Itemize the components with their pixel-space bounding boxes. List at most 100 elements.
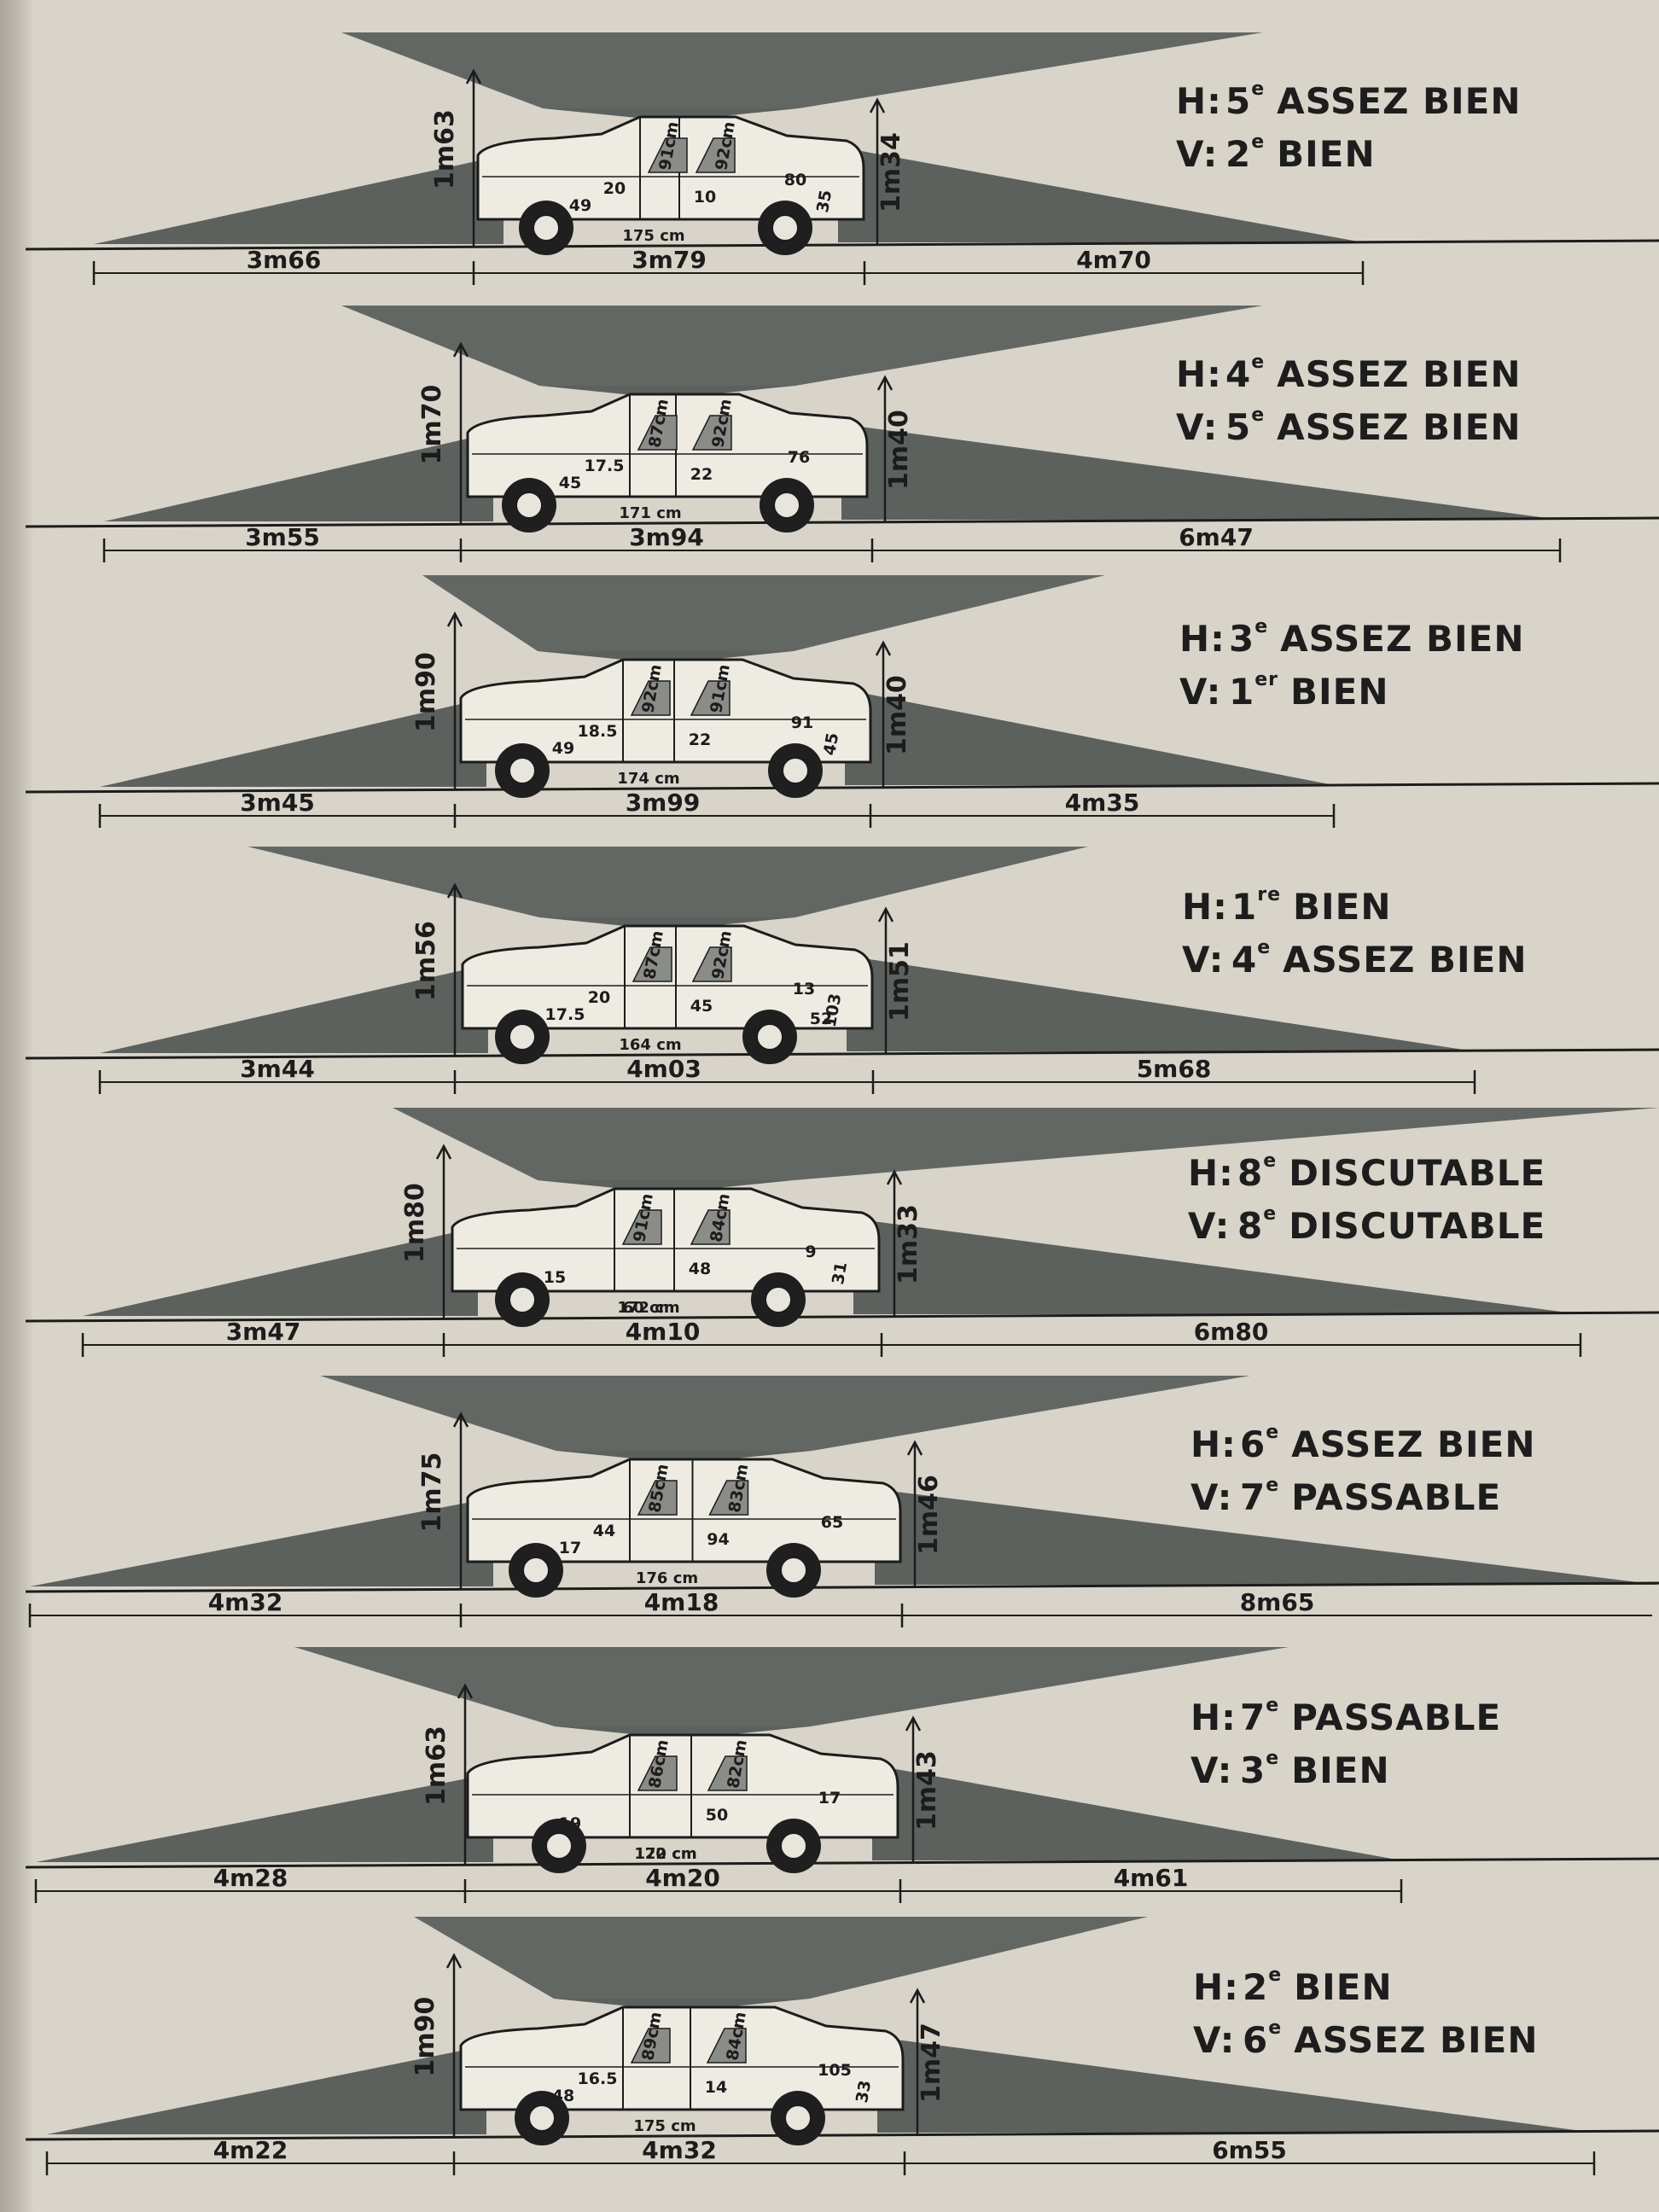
rear-visibility-wedge-left xyxy=(47,2046,486,2134)
rating-axis: H: xyxy=(1188,1152,1234,1194)
rear-height-label: 1m46 xyxy=(914,1475,944,1555)
interior-dimension: 15 xyxy=(544,1268,566,1287)
front-height-label: 1m75 xyxy=(417,1452,447,1533)
vertical-rating: V:4e ASSEZ BIEN xyxy=(1182,939,1528,981)
car-length: 4m03 xyxy=(626,1055,701,1083)
rating-verdict: BIEN xyxy=(1277,133,1376,175)
wheel-hub xyxy=(782,757,809,784)
arrowhead xyxy=(452,1412,469,1428)
interior-dimension: 33 xyxy=(853,2079,875,2104)
rear-visibility-wedge-right xyxy=(853,1219,1580,1314)
rear-blind-distance: 6m80 xyxy=(1194,1318,1269,1346)
rating-axis: V: xyxy=(1176,406,1219,448)
fan-apex xyxy=(543,108,799,121)
arrowhead xyxy=(446,611,463,627)
rating-rank: 8 xyxy=(1237,1205,1264,1247)
arrowhead xyxy=(876,375,894,391)
wheel-hub xyxy=(545,1832,573,1860)
rear-visibility-wedge-left xyxy=(36,1773,493,1862)
seats xyxy=(637,1480,749,1516)
wheel-hub xyxy=(773,492,800,519)
rating-axis: V: xyxy=(1179,671,1222,713)
wheel-hub xyxy=(765,1286,792,1313)
rear-visibility-wedge-right xyxy=(847,956,1475,1051)
rating-verdict: ASSEZ BIEN xyxy=(1277,406,1522,448)
rear-visibility-wedge-left xyxy=(83,1227,478,1316)
rating-verdict: ASSEZ BIEN xyxy=(1277,80,1522,122)
rating-verdict: ASSEZ BIEN xyxy=(1291,1423,1536,1465)
interior-dimension: 17 xyxy=(818,1789,841,1807)
front-height-label: 1m90 xyxy=(411,652,441,732)
rating-axis: H: xyxy=(1182,886,1228,928)
interior-dimension: 50 xyxy=(706,1806,728,1825)
rear-blind-distance: 5m68 xyxy=(1137,1055,1212,1083)
rating-verdict: ASSEZ BIEN xyxy=(1283,939,1528,981)
front-blind-distance: 3m45 xyxy=(240,789,315,817)
wheel-hub xyxy=(780,1832,807,1860)
interior-dimension: 18.5 xyxy=(578,722,618,741)
wheel-hub xyxy=(771,214,799,242)
interior-dimension: 80 xyxy=(784,171,806,189)
rating-verdict: BIEN xyxy=(1290,671,1389,713)
rating-verdict: ASSEZ BIEN xyxy=(1294,2019,1539,2061)
rating-rank-suffix: e xyxy=(1266,1695,1280,1716)
upper-visibility-fan xyxy=(393,1108,1659,1180)
ground-line xyxy=(25,516,1659,528)
interior-dimension: 16.5 xyxy=(578,2069,618,2088)
rating-axis: V: xyxy=(1190,1749,1233,1791)
rating-rank: 3 xyxy=(1240,1749,1266,1791)
rating-axis: H: xyxy=(1190,1697,1237,1738)
arrowhead xyxy=(435,1144,452,1160)
rating-rank: 4 xyxy=(1231,939,1258,981)
seats xyxy=(637,1755,748,1791)
interior-dimension: 45 xyxy=(820,731,842,757)
interior-dimension: 17 xyxy=(559,1539,581,1557)
interior-dimension: 10 xyxy=(694,188,716,207)
ground-line xyxy=(25,782,1659,794)
interior-dimension: 14 xyxy=(705,2078,727,2097)
fan-apex xyxy=(555,1726,811,1739)
ground-line xyxy=(25,1048,1659,1060)
seats xyxy=(621,1209,731,1245)
rear-visibility-wedge-left xyxy=(100,698,486,787)
rating-rank-suffix: e xyxy=(1251,131,1266,153)
rear-visibility-wedge-right xyxy=(875,1489,1659,1585)
rear-height-label: 1m40 xyxy=(884,410,914,490)
wheel-hub xyxy=(533,214,560,242)
rating-verdict: BIEN xyxy=(1293,886,1392,928)
rating-rank-suffix: e xyxy=(1251,405,1266,426)
wheel-hub xyxy=(509,1023,536,1051)
rating-axis: V: xyxy=(1176,133,1219,175)
rating-axis: V: xyxy=(1188,1205,1231,1247)
upper-visibility-fan xyxy=(341,306,1263,386)
rating-axis: V: xyxy=(1182,939,1225,981)
interior-dimension: 175 cm xyxy=(633,2117,696,2135)
rating-verdict: BIEN xyxy=(1294,1966,1393,2008)
rear-visibility-wedge-right xyxy=(838,147,1363,242)
rating-verdict: ASSEZ BIEN xyxy=(1277,353,1522,395)
car-body xyxy=(459,2005,905,2111)
arrowhead xyxy=(869,97,886,114)
wheel-hub xyxy=(509,1286,536,1313)
rating-rank-suffix: e xyxy=(1257,937,1272,958)
front-blind-distance: 4m32 xyxy=(208,1588,283,1616)
interior-dimension: 48 xyxy=(552,2087,574,2105)
interior-dimension: 45 xyxy=(559,474,581,492)
rating-rank: 8 xyxy=(1237,1152,1264,1194)
rating-axis: H: xyxy=(1193,1966,1239,2008)
ground-line xyxy=(25,1857,1659,1869)
arrowhead xyxy=(877,906,894,923)
ground-line xyxy=(25,1311,1659,1323)
rating-rank: 2 xyxy=(1225,133,1252,175)
interior-dimension: 172 cm xyxy=(617,1299,679,1317)
